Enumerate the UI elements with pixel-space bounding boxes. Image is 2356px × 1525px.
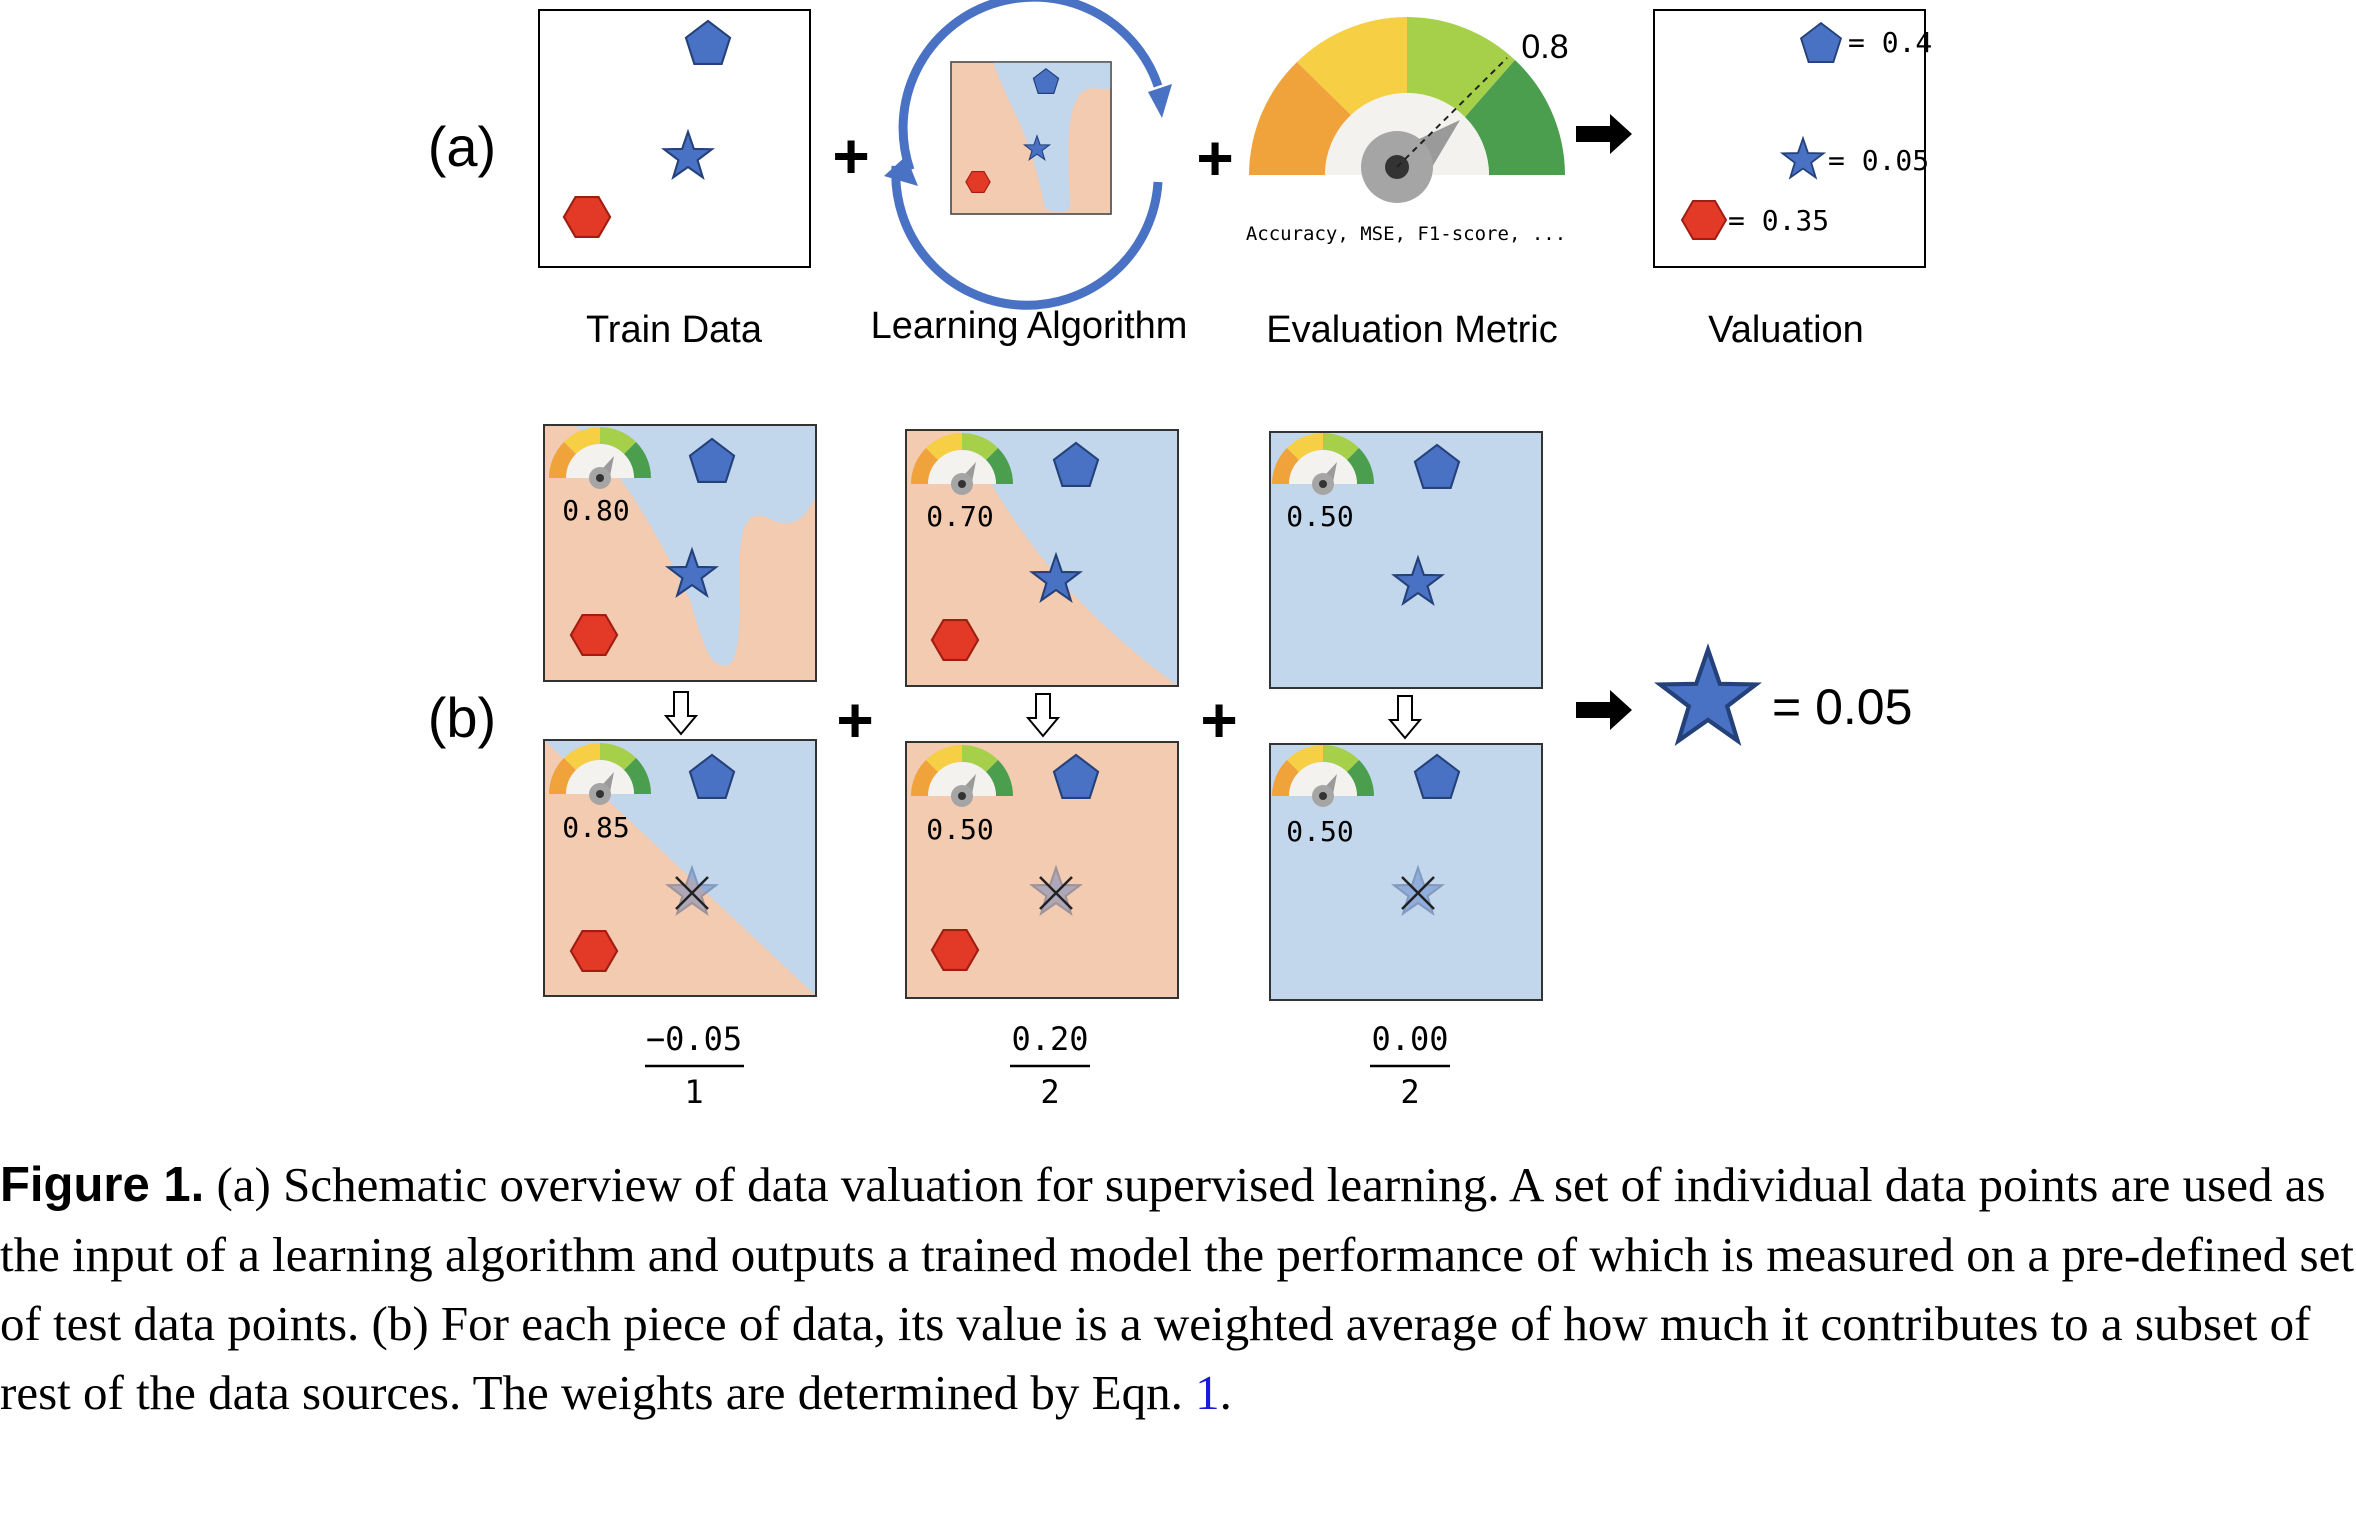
hexagon-icon [1681, 200, 1727, 240]
plus-sign: + [1196, 122, 1233, 194]
cross-mark-icon [1039, 876, 1073, 910]
subset-score: 0.80 [562, 494, 629, 527]
valuation-star-value: = 0.05 [1828, 144, 1929, 177]
down-arrow-icon [1387, 695, 1423, 740]
hexagon-icon [930, 618, 980, 662]
evaluation-metric-title: Evaluation Metric [1266, 309, 1557, 351]
down-arrow-icon [1025, 693, 1061, 738]
learning-algorithm-graphic [884, 0, 1172, 310]
figure-label: Figure 1. [0, 1158, 205, 1212]
hexagon-icon [562, 196, 612, 238]
subset-without-score: 0.85 [562, 811, 629, 844]
evaluation-gauge [1249, 17, 1565, 203]
weighted-term: 0.20 2 [1010, 1020, 1090, 1111]
hexagon-icon [569, 613, 619, 657]
subset-panel [543, 424, 817, 682]
cross-mark-icon [1401, 876, 1435, 910]
fraction-numerator: −0.05 [646, 1020, 742, 1058]
caption-text: (a) Schematic overview of data valuation… [0, 1157, 2354, 1420]
gauge-value: 0.8 [1521, 28, 1568, 66]
subset-without-point-panel [905, 741, 1179, 999]
subset-score: 0.50 [1286, 500, 1353, 533]
hexagon-icon [569, 929, 619, 973]
subset-panel [1269, 431, 1543, 689]
subset-without-point-panel [1269, 743, 1543, 1001]
panel-b-label: (b) [428, 686, 496, 749]
fraction-denominator: 1 [684, 1073, 703, 1111]
train-data-title: Train Data [586, 309, 763, 351]
fraction-numerator: 0.20 [1011, 1020, 1088, 1058]
subset-without-score: 0.50 [926, 813, 993, 846]
caption-end: . [1219, 1365, 1232, 1420]
equation-reference-link[interactable]: 1 [1195, 1365, 1220, 1420]
cycle-arrow-icon [884, 156, 918, 186]
valuation-title: Valuation [1708, 309, 1864, 351]
subset-panel [905, 429, 1179, 687]
train-data-box [538, 9, 811, 268]
cross-mark-icon [675, 876, 709, 910]
cycle-arrow-icon [1148, 84, 1172, 118]
figure-caption: Figure 1. (a) Schematic overview of data… [0, 1150, 2356, 1427]
down-arrow-icon [663, 691, 699, 736]
fraction-numerator: 0.00 [1371, 1020, 1448, 1058]
valuation-pentagon-value: = 0.4 [1848, 26, 1932, 59]
metric-caption: Accuracy, MSE, F1-score, ... [1246, 223, 1566, 245]
subset-score: 0.70 [926, 500, 993, 533]
fraction-denominator: 2 [1040, 1073, 1059, 1111]
learning-algorithm-title: Learning Algorithm [871, 305, 1188, 347]
subset-without-point-panel [543, 739, 817, 997]
plus-sign: + [1200, 684, 1237, 756]
right-arrow-icon [1576, 114, 1632, 154]
result-value: = 0.05 [1772, 679, 1912, 735]
panel-a-label: (a) [428, 115, 496, 178]
plus-sign: + [832, 120, 869, 192]
figure-1-diagram: (a) Train Data + Learning Algorithm + [428, 0, 1932, 1111]
plus-sign: + [836, 684, 873, 756]
weighted-term: −0.05 1 [645, 1020, 744, 1111]
hexagon-icon [930, 928, 980, 972]
fraction-denominator: 2 [1400, 1073, 1419, 1111]
valuation-box [1653, 9, 1926, 268]
subset-without-score: 0.50 [1286, 815, 1353, 848]
weighted-term: 0.00 2 [1370, 1020, 1450, 1111]
valuation-hexagon-value: = 0.35 [1728, 204, 1829, 237]
right-arrow-icon [1576, 690, 1632, 730]
hexagon-icon [965, 171, 991, 193]
result-star-icon [1660, 650, 1756, 741]
